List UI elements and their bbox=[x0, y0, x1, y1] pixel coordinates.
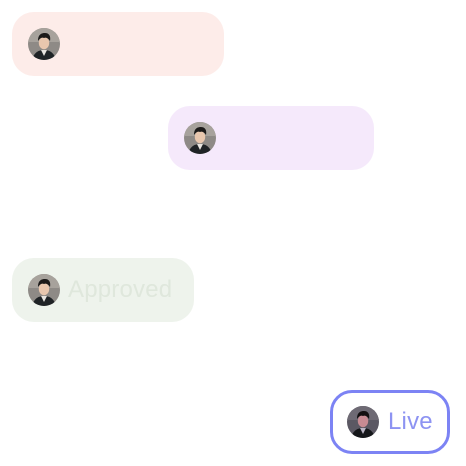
person-avatar bbox=[184, 122, 216, 154]
person-avatar bbox=[347, 406, 379, 438]
chip-label: Live bbox=[388, 408, 433, 435]
chip[interactable] bbox=[12, 12, 224, 76]
chip-label: Approved bbox=[68, 276, 173, 303]
person-avatar bbox=[28, 28, 60, 60]
chip[interactable] bbox=[168, 106, 374, 170]
person-avatar bbox=[28, 274, 60, 306]
chip-live[interactable]: Live bbox=[330, 390, 450, 454]
chip[interactable]: Approved bbox=[12, 258, 194, 322]
